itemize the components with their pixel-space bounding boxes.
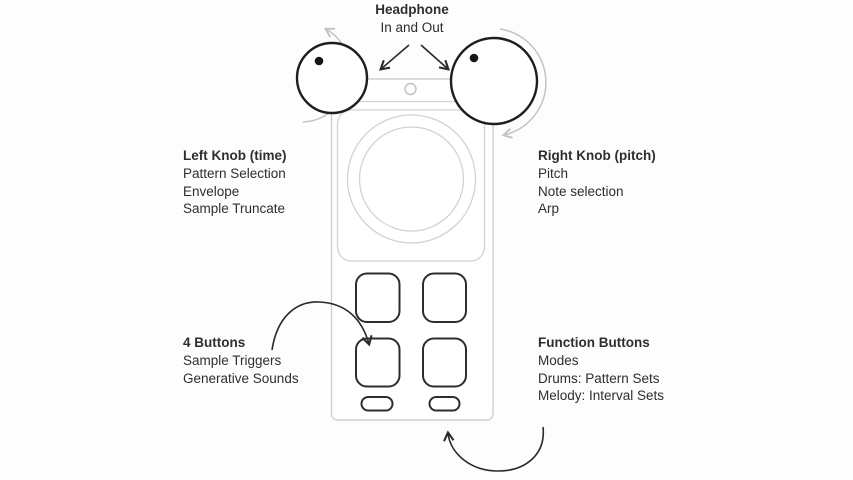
left-knob-item: Sample Truncate xyxy=(183,201,286,217)
function-buttons-item: Drums: Pattern Sets xyxy=(538,370,660,386)
function-button-left xyxy=(360,396,394,412)
right-knob-item: Pitch xyxy=(538,165,569,181)
left-knob-item: Pattern Selection xyxy=(183,165,286,181)
function-button-right xyxy=(428,396,461,412)
speaker-outer-ring xyxy=(346,114,477,244)
speaker-inner-ring xyxy=(358,126,465,232)
left-knob-item: Envelope xyxy=(183,183,240,199)
headphone-title: Headphone xyxy=(375,2,449,17)
headphone-arrow-right xyxy=(420,44,450,71)
function-buttons-arrow xyxy=(443,426,545,472)
speaker-panel xyxy=(336,109,486,262)
left-knob-title: Left Knob (time) xyxy=(183,148,287,163)
headphone-jack xyxy=(404,82,417,96)
right-knob-rotation-arrow xyxy=(499,28,547,139)
headphone-label: Headphone In and Out xyxy=(312,1,512,37)
headphone-subtitle: In and Out xyxy=(380,19,444,35)
right-knob-indicator-dot xyxy=(469,53,479,63)
left-knob-indicator-dot xyxy=(314,56,324,66)
left-knob xyxy=(295,41,369,115)
four-buttons-arrow xyxy=(271,301,373,351)
four-buttons-item: Generative Sounds xyxy=(183,370,299,386)
right-knob-title: Right Knob (pitch) xyxy=(538,148,656,163)
four-buttons-label: 4 Buttons Sample Triggers Generative Sou… xyxy=(183,334,299,387)
sample-button-1 xyxy=(355,272,401,323)
function-buttons-title: Function Buttons xyxy=(538,335,650,350)
sample-button-2 xyxy=(422,272,467,323)
sample-button-4 xyxy=(422,337,467,388)
right-knob-label: Right Knob (pitch) Pitch Note selection … xyxy=(538,147,656,218)
function-buttons-label: Function Buttons Modes Drums: Pattern Se… xyxy=(538,334,664,405)
function-buttons-item: Melody: Interval Sets xyxy=(538,388,665,404)
right-knob-item: Arp xyxy=(538,201,560,217)
sample-button-3 xyxy=(355,337,401,388)
function-buttons-item: Modes xyxy=(538,352,579,368)
headphone-arrow-left xyxy=(378,44,410,71)
left-knob-label: Left Knob (time) Pattern Selection Envel… xyxy=(183,147,287,218)
four-buttons-title: 4 Buttons xyxy=(183,335,246,350)
four-buttons-item: Sample Triggers xyxy=(183,352,282,368)
right-knob-item: Note selection xyxy=(538,183,624,199)
right-knob xyxy=(449,36,539,126)
